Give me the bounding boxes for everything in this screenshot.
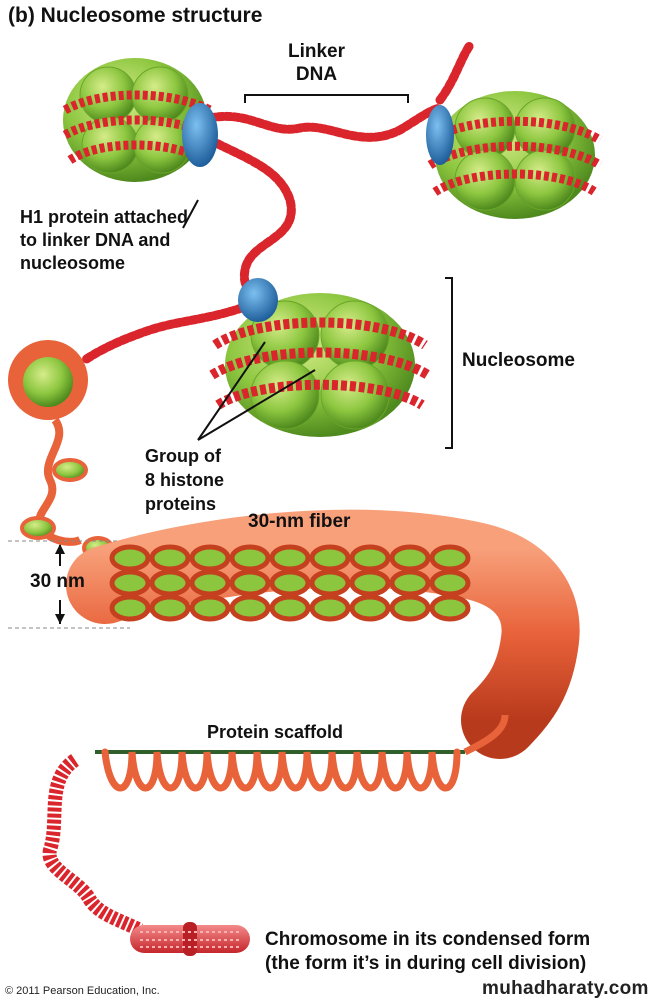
fiber-nucleosome <box>109 569 151 597</box>
fiber-nucleosome <box>269 569 311 597</box>
fiber-nucleosome <box>309 544 351 572</box>
fiber-nucleosome <box>349 594 391 622</box>
figure-title: (b) Nucleosome structure <box>8 4 263 27</box>
fiber-nucleosome <box>269 544 311 572</box>
fiber-nucleosome <box>429 569 471 597</box>
nucleosome-label: Nucleosome <box>462 350 575 371</box>
nucleosome-top-right <box>427 91 603 219</box>
h1-protein-top-right <box>426 105 454 165</box>
fiber-nucleosome <box>149 569 191 597</box>
fiber-nucleosome <box>149 594 191 622</box>
fiber-nucleosome <box>429 594 471 622</box>
chromosome-caption: Chromosome in its condensed form (the fo… <box>265 929 591 974</box>
h1-protein-label: H1 protein attached to linker DNA and nu… <box>20 207 189 273</box>
linker-dna-label: Linker DNA <box>288 41 346 85</box>
fiber-nucleosome <box>149 544 191 572</box>
fiber-nucleosome <box>229 569 271 597</box>
watermark-text: muhadharaty.com <box>482 978 649 999</box>
fiber-nucleosome <box>309 594 351 622</box>
fiber-nucleosome <box>229 544 271 572</box>
thirty-nm-fiber <box>66 509 580 759</box>
fiber-nucleosome <box>189 569 231 597</box>
fiber-nucleosome <box>189 594 231 622</box>
h1-protein-center <box>238 278 278 322</box>
coiled-strand <box>8 340 114 560</box>
fiber-nucleosome <box>349 569 391 597</box>
chromosome-word: Chromosome <box>265 929 388 950</box>
fiber-nucleosome <box>269 594 311 622</box>
fiber-nucleosome <box>309 569 351 597</box>
fiber-nucleosome <box>229 594 271 622</box>
histone-group-label: Group of 8 histone proteins <box>145 446 225 514</box>
thirty-nm-label: 30 nm <box>30 571 85 592</box>
scaffold-label: Protein scaffold <box>207 722 344 742</box>
fiber-nucleosome <box>349 544 391 572</box>
condensed-coil <box>42 754 144 937</box>
fiber-nucleosome <box>109 544 151 572</box>
fiber-nucleosome <box>389 594 431 622</box>
pointer-lines <box>182 94 453 449</box>
chromosome <box>130 922 250 956</box>
fiber-nucleosome <box>389 544 431 572</box>
copyright-text: © 2011 Pearson Education, Inc. <box>5 985 160 997</box>
fiber-nucleosome <box>429 544 471 572</box>
nucleosome-top-left <box>62 58 213 182</box>
fiber-nucleosome <box>109 594 151 622</box>
protein-scaffold <box>95 714 509 792</box>
h1-protein-top-left <box>182 103 218 167</box>
fiber-label: 30-nm fiber <box>248 511 351 532</box>
fiber-nucleosome <box>189 544 231 572</box>
fiber-nucleosome <box>389 569 431 597</box>
thirty-nm-indicator <box>8 540 130 629</box>
